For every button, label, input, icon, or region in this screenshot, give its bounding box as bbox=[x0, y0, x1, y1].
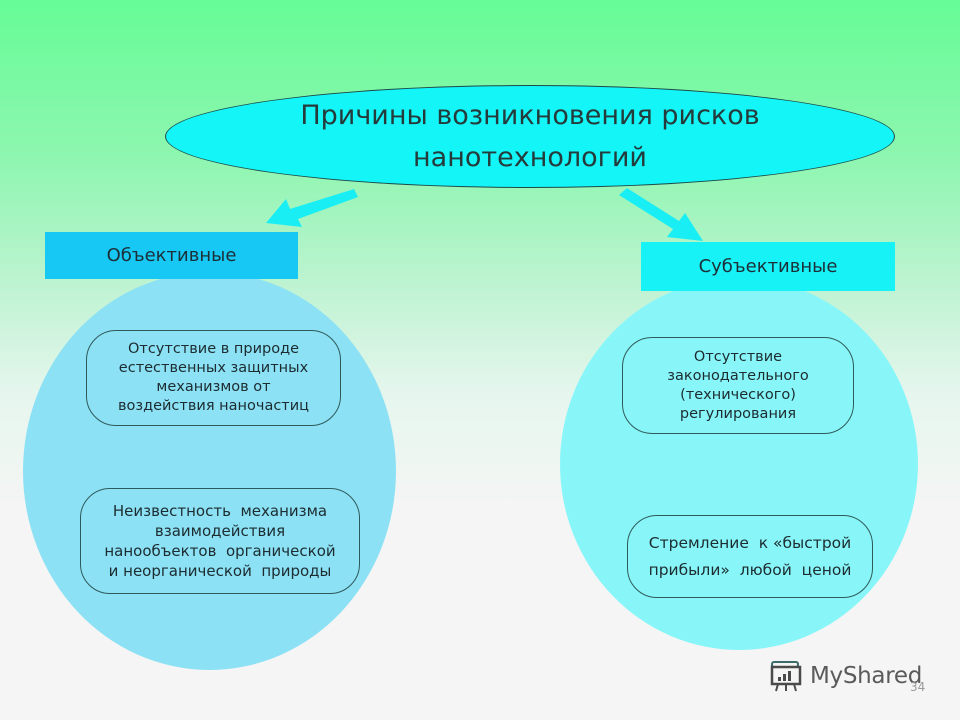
subjective-item-1: Отсутствие законодательного (техническог… bbox=[622, 337, 854, 434]
title-line-2: нанотехнологий bbox=[413, 141, 647, 173]
watermark-text: MyShared bbox=[810, 663, 923, 689]
title-line-1: Причины возникновения рисков bbox=[300, 99, 760, 131]
item-line: механизмов от bbox=[156, 379, 271, 395]
item-line: законодательного bbox=[667, 367, 809, 384]
item-line: и неорганической природы bbox=[108, 562, 332, 580]
item-line: (технического) bbox=[680, 386, 796, 403]
item-line: воздействия наночастиц bbox=[117, 398, 310, 414]
title-ellipse: Причины возникновения рисков нанотехноло… bbox=[165, 85, 895, 188]
objective-label: Объективные bbox=[106, 245, 237, 266]
item-line: Стремление к «быстрой bbox=[648, 533, 852, 552]
objective-category-box: Объективные bbox=[45, 232, 298, 279]
objective-item-2: Неизвестность механизма взаимодействия н… bbox=[80, 488, 360, 594]
item-line: прибыли» любой ценой bbox=[648, 560, 852, 579]
subjective-label: Субъективные bbox=[698, 256, 838, 277]
subjective-item-2: Стремление к «быстрой прибыли» любой цен… bbox=[627, 515, 873, 598]
presentation-board-icon bbox=[770, 661, 802, 692]
item-line: Отсутствие bbox=[693, 348, 783, 365]
myshared-watermark: MyShared bbox=[768, 660, 922, 692]
item-line: регулирования bbox=[679, 405, 797, 422]
item-line: Отсутствие в природе bbox=[127, 341, 300, 357]
arrow-right-icon bbox=[619, 188, 703, 241]
page-number: 34 bbox=[910, 680, 926, 694]
subjective-category-box: Субъективные bbox=[641, 242, 895, 291]
objective-item-1: Отсутствие в природе естественных защитн… bbox=[86, 330, 341, 426]
arrow-left-icon bbox=[266, 189, 358, 227]
item-line: нанообъектов органической bbox=[104, 542, 336, 560]
item-line: Неизвестность механизма bbox=[112, 502, 328, 520]
objective-circle bbox=[23, 272, 396, 670]
item-line: естественных защитных bbox=[118, 360, 309, 376]
item-line: взаимодействия bbox=[154, 522, 286, 540]
